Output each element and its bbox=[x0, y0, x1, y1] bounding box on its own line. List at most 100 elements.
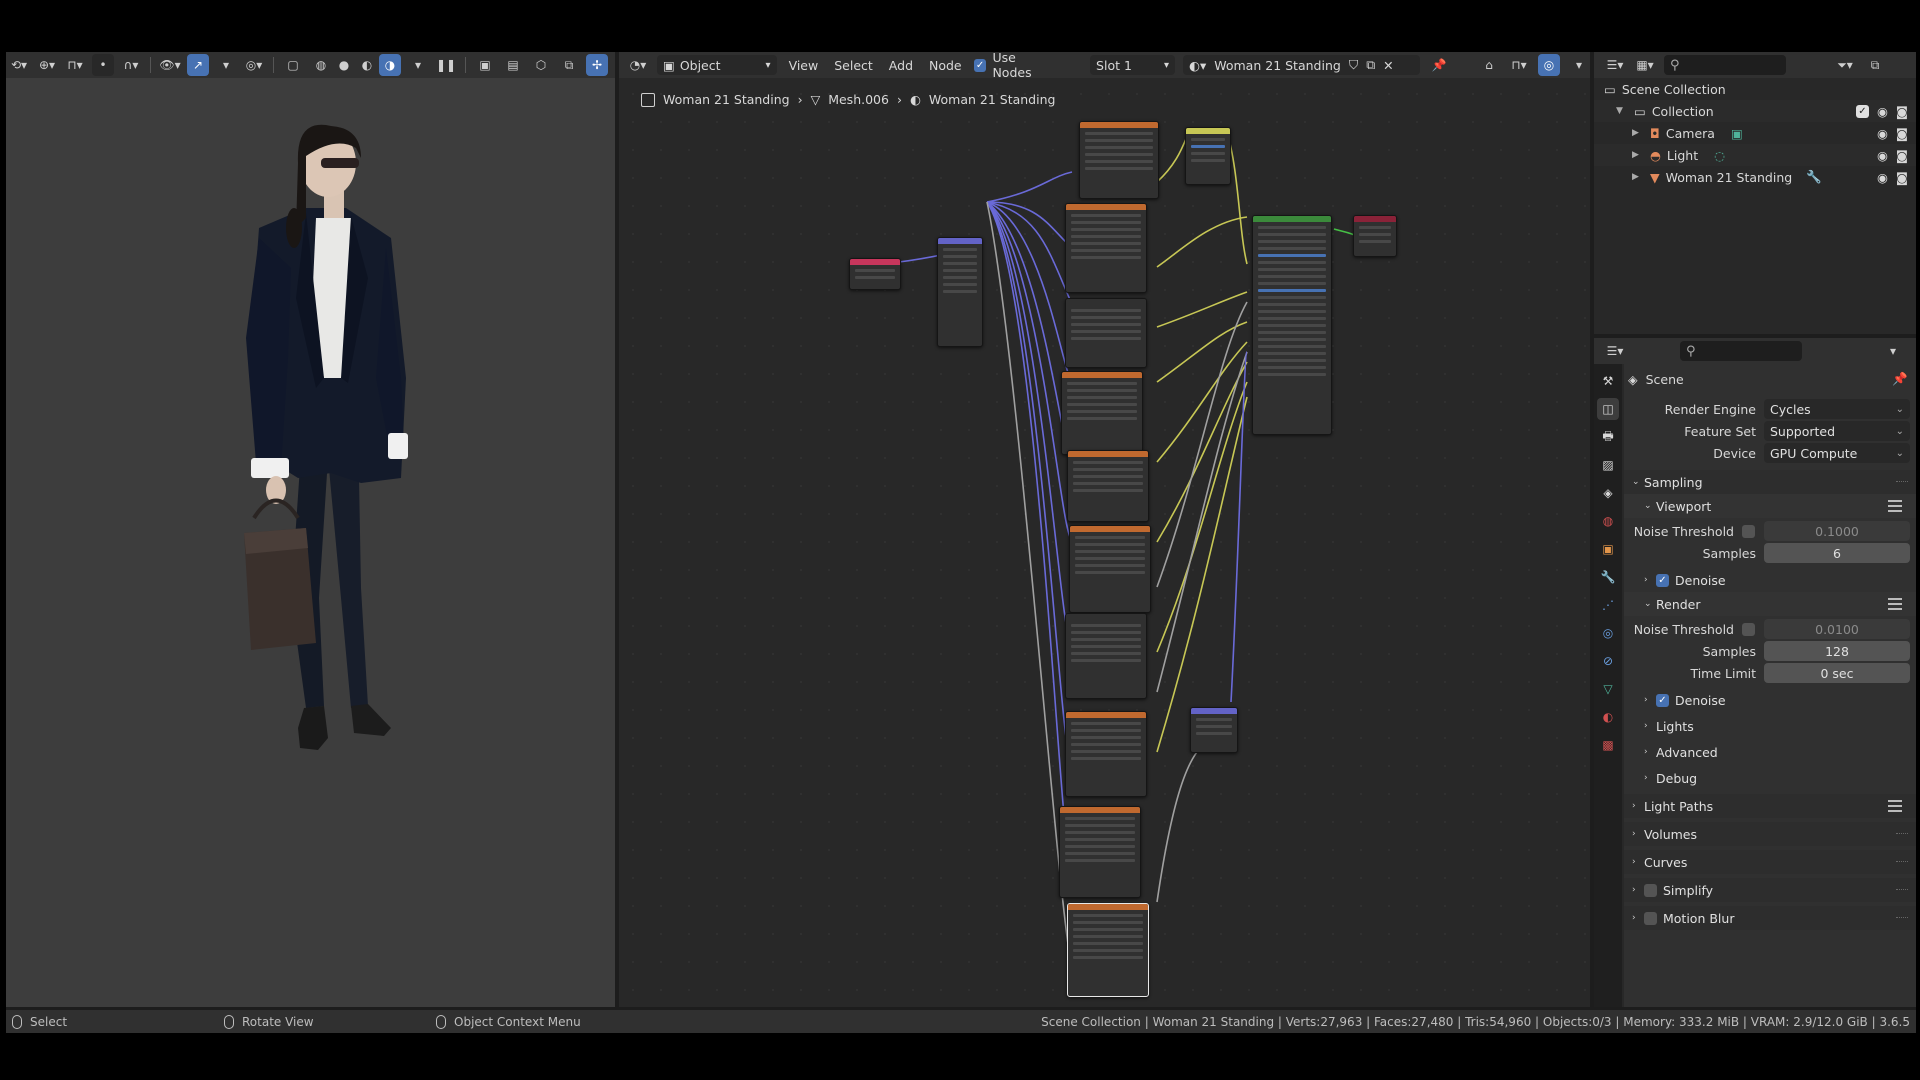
add-icon[interactable]: ✢ bbox=[586, 54, 608, 76]
use-nodes-checkbox[interactable]: ✓ bbox=[973, 58, 987, 72]
xray-icon[interactable]: ▢ bbox=[287, 58, 299, 72]
editor-type-icon[interactable]: ☰▾ bbox=[1606, 344, 1624, 358]
rendered-shading-icon[interactable]: ◑ bbox=[379, 54, 401, 76]
shading-dropdown-icon[interactable]: ▾ bbox=[414, 58, 422, 72]
outliner-row-light[interactable]: ▶ ◓ Light ◌ ◉ ◙ bbox=[1594, 144, 1916, 166]
node-image-texture-active[interactable] bbox=[1067, 903, 1149, 997]
outliner-row-collection[interactable]: ▼ ▭ Collection ✓ ◉ ◙ bbox=[1594, 100, 1916, 122]
editor-type-icon[interactable]: ◔▾ bbox=[629, 58, 647, 72]
viewport-denoise-checkbox[interactable]: ✓ bbox=[1656, 573, 1669, 587]
node-image-texture[interactable] bbox=[1069, 525, 1151, 613]
node-principled-bsdf[interactable] bbox=[1252, 215, 1332, 435]
outliner[interactable]: ☰▾ ▦▾ ⚲ ⏷▾ ⧉ ▭ Scene Collection ▼ ▭ Coll… bbox=[1594, 52, 1916, 334]
wireframe-shading-icon[interactable]: ◍ bbox=[315, 58, 327, 72]
drag-handle-icon[interactable] bbox=[1896, 481, 1908, 483]
object-tab-icon[interactable]: ▣ bbox=[1602, 542, 1614, 556]
node-image-texture[interactable] bbox=[1079, 121, 1159, 199]
world-tab-icon[interactable]: ◍ bbox=[1602, 514, 1614, 528]
chevron-down-icon[interactable]: ▾ bbox=[1889, 344, 1897, 358]
curves-panel-header[interactable]: › Curves bbox=[1624, 850, 1916, 874]
parent-icon[interactable]: ⌂ bbox=[1485, 58, 1493, 72]
node-converter[interactable] bbox=[1185, 127, 1231, 185]
render-noise-threshold-field[interactable]: 0.0100 bbox=[1764, 619, 1910, 639]
constraints-tab-icon[interactable]: ⊘ bbox=[1602, 654, 1614, 668]
debug-subpanel-header[interactable]: › Debug bbox=[1624, 766, 1916, 790]
render-denoise-checkbox[interactable]: ✓ bbox=[1656, 693, 1669, 707]
presets-icon[interactable] bbox=[1888, 800, 1902, 812]
drag-handle-icon[interactable] bbox=[1896, 833, 1908, 835]
particles-tab-icon[interactable]: ⋰ bbox=[1602, 598, 1614, 612]
camera-render-icon[interactable]: ◙ bbox=[1895, 125, 1908, 141]
simplify-panel-header[interactable]: › Simplify bbox=[1624, 878, 1916, 902]
expand-triangle-icon[interactable]: ▼ bbox=[1616, 106, 1623, 116]
render-samples-field[interactable]: 128 bbox=[1764, 641, 1910, 661]
eye-icon[interactable]: ◉ bbox=[1876, 147, 1888, 163]
expand-triangle-icon[interactable]: ▶ bbox=[1632, 128, 1639, 138]
menu-add[interactable]: Add bbox=[888, 57, 913, 73]
physics-tab-icon[interactable]: ◎ bbox=[1602, 626, 1614, 640]
drag-handle-icon[interactable] bbox=[1896, 861, 1908, 863]
render-tab-icon[interactable]: ◫ bbox=[1597, 398, 1619, 420]
presets-icon[interactable] bbox=[1888, 500, 1902, 512]
properties-editor[interactable]: ☰▾ ⚲ ▾ ⚒ ◫ 🖶 ▨ ◈ ◍ ▣ 🔧 ⋰ ◎ ⊘ ▽ ◐ ▩ ◈ Sce… bbox=[1594, 338, 1916, 1007]
motion-blur-panel-header[interactable]: › Motion Blur bbox=[1624, 906, 1916, 930]
editor-type-icon[interactable]: ▣ bbox=[479, 58, 491, 72]
modifier-tab-icon[interactable]: 🔧 bbox=[1600, 570, 1616, 584]
node-mapping[interactable] bbox=[937, 237, 983, 347]
falloff-icon[interactable]: ∩▾ bbox=[123, 58, 139, 72]
expand-triangle-icon[interactable]: ▶ bbox=[1632, 172, 1639, 182]
drag-handle-icon[interactable] bbox=[1896, 889, 1908, 891]
menu-select[interactable]: Select bbox=[834, 57, 873, 73]
render-engine-select[interactable]: Cycles⌄ bbox=[1764, 399, 1910, 419]
motion-blur-checkbox[interactable] bbox=[1644, 911, 1657, 925]
viewport-samples-field[interactable]: 6 bbox=[1764, 543, 1910, 563]
eye-icon[interactable]: ◉ bbox=[1876, 103, 1888, 119]
solid-shading-icon[interactable]: ● bbox=[338, 58, 350, 72]
cube-icon[interactable]: ⬡ bbox=[535, 58, 547, 72]
gizmo-dropdown-icon[interactable]: ▾ bbox=[222, 58, 230, 72]
shader-node-editor[interactable]: ◔▾ ▣ Object ▾ View Select Add Node ✓ Use… bbox=[619, 50, 1590, 1007]
texture-tab-icon[interactable]: ▩ bbox=[1602, 738, 1614, 752]
render-subpanel-header[interactable]: ⌄ Render bbox=[1624, 592, 1916, 616]
editor-type-icon[interactable]: ☰▾ bbox=[1606, 58, 1624, 72]
pin-icon[interactable]: 📌 bbox=[1892, 371, 1908, 386]
filter-icon[interactable]: ⏷▾ bbox=[1837, 57, 1853, 72]
overlay-dropdown-icon[interactable]: ▾ bbox=[1575, 58, 1583, 72]
material-tab-icon[interactable]: ◐ bbox=[1602, 710, 1614, 724]
proportional-edit-icon[interactable]: • bbox=[92, 54, 114, 76]
node-image-texture[interactable] bbox=[1059, 806, 1141, 898]
exclude-checkbox[interactable]: ✓ bbox=[1855, 104, 1869, 118]
node-image-texture[interactable] bbox=[1065, 613, 1147, 699]
outliner-row-camera[interactable]: ▶ ◘ Camera ▣ ◉ ◙ bbox=[1594, 122, 1916, 144]
slot-select[interactable]: Slot 1 ▾ bbox=[1090, 55, 1176, 75]
light-paths-panel-header[interactable]: › Light Paths bbox=[1624, 794, 1916, 818]
node-image-texture[interactable] bbox=[1065, 203, 1147, 293]
object-interaction-icon[interactable]: ⟲▾ bbox=[10, 58, 28, 72]
menu-view[interactable]: View bbox=[788, 57, 819, 73]
time-limit-field[interactable]: 0 sec bbox=[1764, 663, 1910, 683]
outliner-row-scene-collection[interactable]: ▭ Scene Collection bbox=[1594, 78, 1916, 100]
properties-search-input[interactable]: ⚲ bbox=[1680, 341, 1802, 361]
layout-icon[interactable]: ▤ bbox=[507, 58, 519, 72]
viewport-denoise-header[interactable]: › ✓ Denoise bbox=[1624, 568, 1916, 592]
volumes-panel-header[interactable]: › Volumes bbox=[1624, 822, 1916, 846]
fake-user-icon[interactable]: ⛉ bbox=[1348, 57, 1359, 72]
output-tab-icon[interactable]: 🖶 bbox=[1602, 428, 1614, 443]
view-layer-tab-icon[interactable]: ▨ bbox=[1602, 458, 1614, 472]
expand-triangle-icon[interactable]: ▶ bbox=[1632, 150, 1639, 160]
camera-render-icon[interactable]: ◙ bbox=[1895, 169, 1908, 185]
eye-icon[interactable]: ◉ bbox=[1876, 125, 1888, 141]
new-collection-icon[interactable]: ⧉ bbox=[1870, 57, 1880, 72]
camera-render-icon[interactable]: ◙ bbox=[1895, 103, 1908, 119]
scene-tab-icon[interactable]: ◈ bbox=[1603, 486, 1613, 500]
3d-viewport[interactable]: ⟲▾ ⊕▾ ⊓▾ • ∩▾ 👁▾ ↗ ▾ ◎▾ ▢ ◍ ● ◐ ◑ ▾ ❚❚ ▣… bbox=[6, 52, 615, 1007]
snap-icon[interactable]: ⊓▾ bbox=[67, 58, 83, 72]
gizmo-icon[interactable]: ↗ bbox=[187, 54, 209, 76]
advanced-subpanel-header[interactable]: › Advanced bbox=[1624, 740, 1916, 764]
tool-tab-icon[interactable]: ⚒ bbox=[1602, 374, 1614, 388]
visibility-icon[interactable]: 👁▾ bbox=[159, 58, 181, 72]
viewport-noise-threshold-checkbox[interactable] bbox=[1742, 524, 1755, 538]
overlay-icon[interactable]: ◎▾ bbox=[245, 58, 263, 72]
drag-handle-icon[interactable] bbox=[1896, 917, 1908, 919]
close-icon[interactable]: ✕ bbox=[1383, 57, 1394, 73]
